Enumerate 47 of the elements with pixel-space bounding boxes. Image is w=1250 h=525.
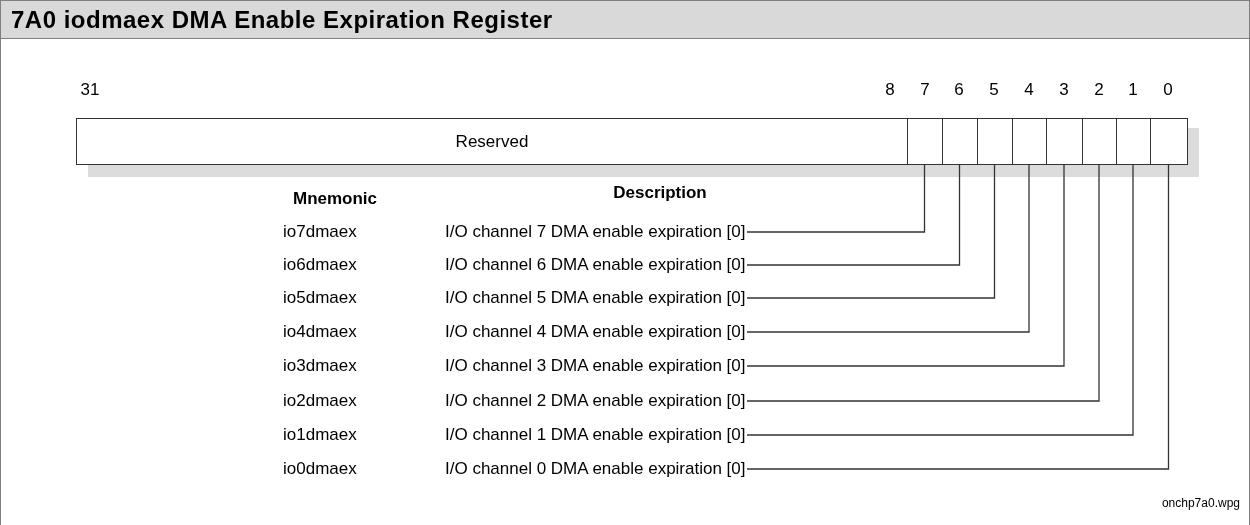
description-text: I/O channel 0 DMA enable expiration [0] [445,458,746,480]
leader-line [746,164,926,233]
leader-line [746,164,1170,470]
bit-field [1046,118,1083,165]
description-text: I/O channel 5 DMA enable expiration [0] [445,287,746,309]
leader-line [746,164,1065,367]
bit-number: 3 [1059,79,1069,102]
bit-number: 4 [1024,79,1034,102]
bit-field [1012,118,1047,165]
mnemonic: io1dmaex [283,424,357,447]
description-text: I/O channel 4 DMA enable expiration [0] [445,321,746,343]
mnemonic: io4dmaex [283,321,357,344]
mnemonic: io3dmaex [283,355,357,378]
description-text: I/O channel 1 DMA enable expiration [0] [445,424,746,446]
column-header: Mnemonic [292,188,378,211]
bit-field [907,118,943,165]
leader-line [746,164,1030,333]
bit-number: 7 [920,79,930,102]
bit-number: 31 [80,79,100,102]
description-text: I/O channel 6 DMA enable expiration [0] [445,254,746,276]
bit-field [977,118,1013,165]
leader-line [746,164,961,266]
leader-line [746,164,1134,436]
mnemonic: io7dmaex [283,221,357,244]
mnemonic: io0dmaex [283,458,357,481]
bit-number: 8 [885,79,895,102]
bit-number: 1 [1128,79,1138,102]
bit-field [942,118,978,165]
mnemonic: io2dmaex [283,390,357,413]
bit-number: 6 [954,79,964,102]
bit-field [1082,118,1117,165]
description-text: I/O channel 7 DMA enable expiration [0] [445,221,746,243]
file-name: onchp7a0.wpg [1161,495,1240,512]
bit-number: 5 [989,79,999,102]
bit-field [1116,118,1151,165]
bit-number: 2 [1094,79,1104,102]
reserved-field: Reserved [76,118,908,165]
title: 7A0 iodmaex DMA Enable Expiration Register [11,4,553,35]
description-text: I/O channel 2 DMA enable expiration [0] [445,390,746,412]
leader-line [746,164,996,299]
mnemonic: io6dmaex [283,254,357,277]
mnemonic: io5dmaex [283,287,357,310]
bit-number: 0 [1163,79,1173,102]
description-text: I/O channel 3 DMA enable expiration [0] [445,355,746,377]
column-header: Description [613,182,707,205]
bit-field [1150,118,1188,165]
leader-line [746,164,1100,402]
